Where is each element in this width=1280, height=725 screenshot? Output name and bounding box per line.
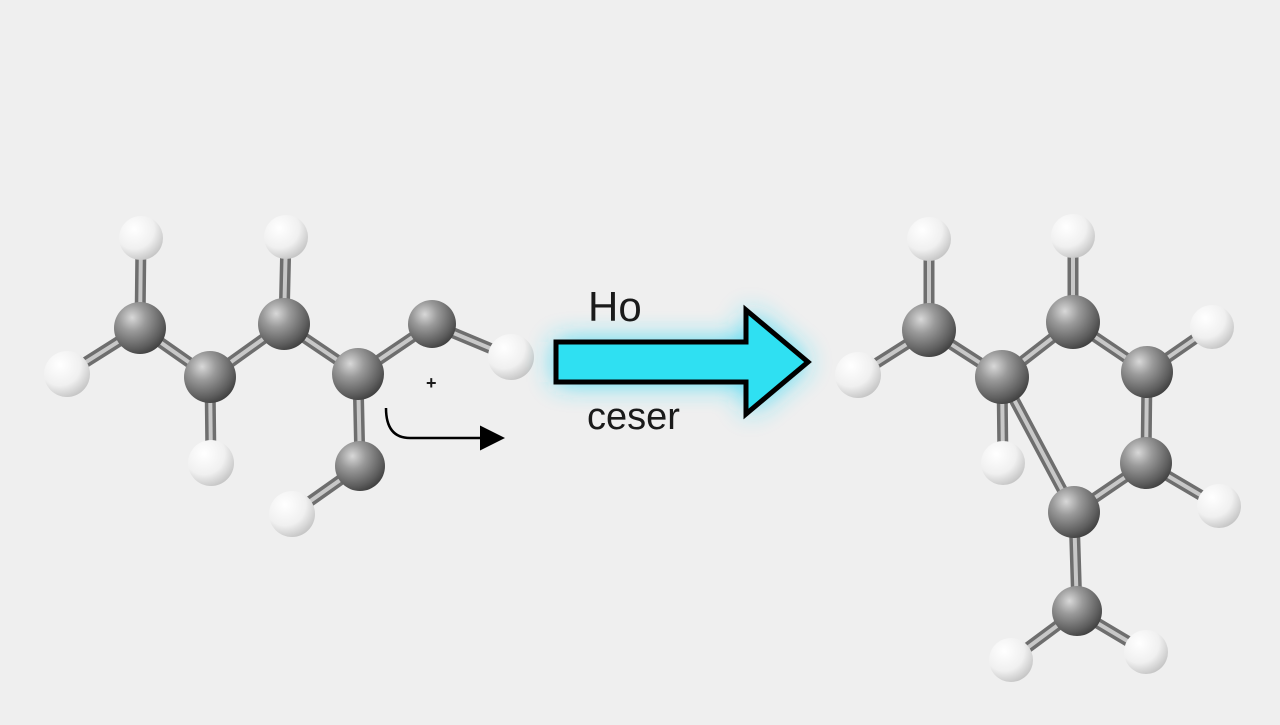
hydrogen-atom-p-h8	[1124, 630, 1168, 674]
hydrogen-atom-r-h2	[264, 215, 308, 259]
charge-symbol: +	[426, 373, 437, 393]
atoms-layer	[44, 214, 1241, 682]
carbon-atom-p-c6	[1048, 486, 1100, 538]
carbon-atom-r-c4	[332, 348, 384, 400]
hydrogen-atom-r-h6	[269, 491, 315, 537]
carbon-atom-p-c4	[1121, 346, 1173, 398]
hydrogen-atom-p-h1	[907, 217, 951, 261]
carbon-atom-p-c7	[1052, 586, 1102, 636]
curved-arrow-path	[384, 407, 505, 451]
carbon-atom-r-c5	[408, 300, 456, 348]
reaction-arrow-body	[553, 304, 812, 420]
carbon-atom-p-c5	[1120, 437, 1172, 489]
carbon-atom-p-c2	[975, 350, 1029, 404]
hydrogen-atom-p-h6	[1197, 484, 1241, 528]
hydrogen-atom-r-h4	[188, 440, 234, 486]
hydrogen-atom-p-h3	[835, 352, 881, 398]
hydrogen-atom-p-h2	[1051, 214, 1095, 258]
hydrogen-atom-p-h4	[1190, 305, 1234, 349]
curved-reaction-arrow	[384, 407, 505, 451]
carbon-atom-p-c1	[902, 303, 956, 357]
hydrogen-atom-p-h5	[981, 441, 1025, 485]
carbon-atom-r-c3	[258, 298, 310, 350]
hydrogen-atom-r-h3	[44, 351, 90, 397]
hydrogen-atom-p-h7	[989, 638, 1033, 682]
carbon-atom-r-c6	[335, 441, 385, 491]
arrow-label-bottom: ceser	[587, 396, 680, 438]
carbon-atom-r-c1	[114, 302, 166, 354]
arrow-label-top: Ho	[588, 283, 642, 330]
hydrogen-atom-r-h1	[119, 216, 163, 260]
hydrogen-atom-r-h5	[488, 334, 534, 380]
carbon-atom-r-c2	[184, 351, 236, 403]
reaction-arrow	[553, 304, 812, 420]
bonds-layer	[61, 230, 1225, 666]
carbon-atom-p-c3	[1046, 295, 1100, 349]
